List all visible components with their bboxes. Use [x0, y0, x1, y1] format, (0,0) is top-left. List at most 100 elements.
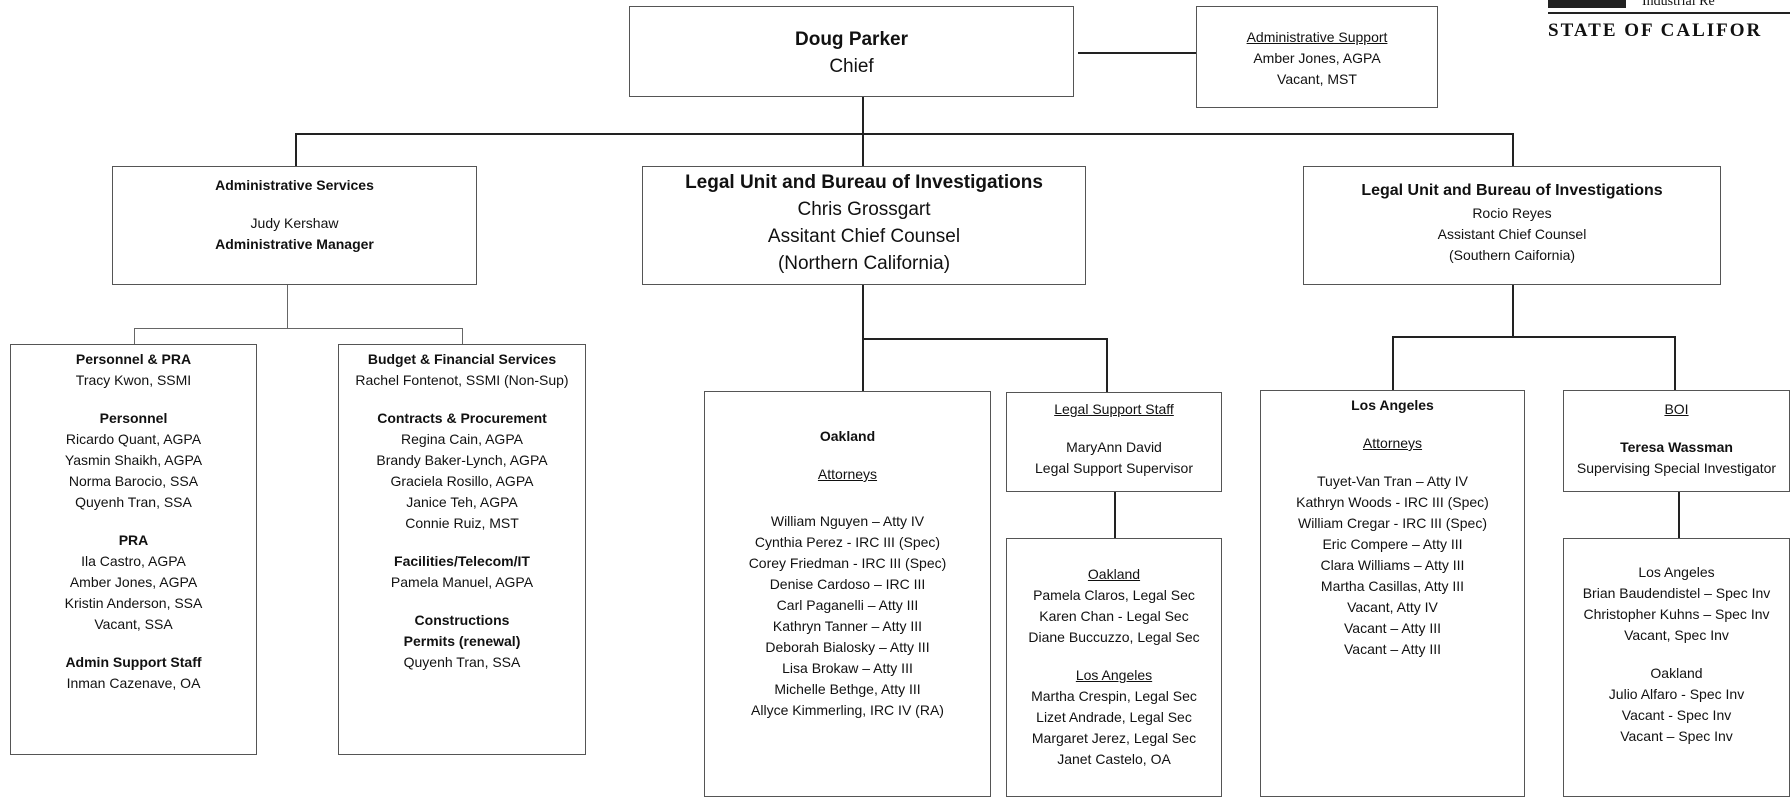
- connector-legal-support-down: [1114, 492, 1116, 538]
- la-heading: Los Angeles: [1351, 397, 1434, 413]
- personnel-member: Norma Barocio, SSA: [68, 473, 199, 489]
- contracts-member: Connie Ruiz, MST: [405, 515, 519, 531]
- pra-member: Ila Castro, AGPA: [81, 553, 186, 569]
- legal-north-box: Legal Unit and Bureau of Investigations …: [642, 166, 1086, 285]
- admin-support-box: Administrative Support Amber Jones, AGPA…: [1196, 6, 1438, 108]
- boi-la-heading: Los Angeles: [1638, 564, 1715, 580]
- la-attorney: Tuyet-Van Tran – Atty IV: [1317, 473, 1468, 489]
- logo-rule: [1548, 12, 1790, 14]
- oakland-attorney: Carl Paganelli – Atty III: [776, 597, 919, 613]
- boi-oakland-investigator: Julio Alfaro - Spec Inv: [1608, 686, 1745, 702]
- oakland-heading: Oakland: [819, 428, 876, 444]
- admin-support-member: Amber Jones, AGPA: [1253, 50, 1381, 66]
- la-attorneys-subheading: Attorneys: [1362, 435, 1423, 451]
- pra-member: Amber Jones, AGPA: [69, 574, 198, 590]
- legal-support-name: MaryAnn David: [1066, 439, 1162, 455]
- legal-sec-oakland-member: Pamela Claros, Legal Sec: [1033, 587, 1195, 603]
- connector-legal-north-down: [862, 285, 864, 340]
- oakland-attorney: Lisa Brokaw – Atty III: [782, 660, 913, 676]
- legal-sec-oakland-heading: Oakland: [1087, 566, 1141, 582]
- boi-oakland-investigator: Vacant - Spec Inv: [1621, 707, 1732, 723]
- admin-staff-member: Inman Cazenave, OA: [66, 675, 201, 691]
- legal-north-line: Chris Grossgart: [797, 199, 931, 220]
- connector-top-horizontal: [295, 133, 1514, 135]
- logo-small-text: Industrial Re: [1642, 0, 1715, 9]
- oakland-attorney: Kathryn Tanner – Atty III: [772, 618, 923, 634]
- connector-to-legal-south: [1512, 133, 1514, 166]
- admin-support-heading: Administrative Support: [1246, 29, 1388, 45]
- personnel-pra-lead: Tracy Kwon, SSMI: [75, 372, 192, 388]
- boi-box: BOI Teresa Wassman Supervising Special I…: [1563, 390, 1790, 492]
- legal-sec-la-member: Margaret Jerez, Legal Sec: [1031, 730, 1197, 746]
- oakland-attorneys-box: Oakland Attorneys William Nguyen – Atty …: [704, 391, 991, 797]
- personnel-pra-heading: Personnel & PRA: [75, 351, 192, 367]
- chief-title: Chief: [829, 56, 874, 77]
- legal-sec-la-member: Lizet Andrade, Legal Sec: [1036, 709, 1192, 725]
- contracts-member: Janice Teh, AGPA: [406, 494, 518, 510]
- connector-south-horizontal: [1392, 336, 1676, 338]
- connector-to-los-angeles: [1392, 336, 1394, 390]
- contracts-member: Brandy Baker-Lynch, AGPA: [376, 452, 548, 468]
- la-attorney: Vacant, Atty IV: [1347, 599, 1438, 615]
- connector-to-boi: [1674, 336, 1676, 390]
- oakland-attorneys-subheading: Attorneys: [817, 466, 878, 482]
- budget-box: Budget & Financial Services Rachel Fonte…: [338, 344, 586, 755]
- admin-services-box: Administrative Services Judy Kershaw Adm…: [112, 166, 477, 285]
- legal-support-box: Legal Support Staff MaryAnn David Legal …: [1006, 392, 1222, 492]
- la-attorney: Clara Williams – Atty III: [1320, 557, 1465, 573]
- oakland-attorney: Denise Cardoso – IRC III: [769, 576, 926, 592]
- oakland-attorney: Corey Friedman - IRC III (Spec): [748, 555, 947, 571]
- la-attorney: Eric Compere – Atty III: [1322, 536, 1463, 552]
- la-attorney: Martha Casillas, Atty III: [1320, 578, 1465, 594]
- state-logo: Industrial Re STATE OF CALIFOR: [1548, 0, 1790, 44]
- connector-chief-admin-support: [1078, 52, 1196, 54]
- personnel-member: Ricardo Quant, AGPA: [65, 431, 202, 447]
- logo-bar: [1548, 0, 1626, 8]
- legal-south-line: Rocio Reyes: [1472, 205, 1552, 221]
- oakland-attorney: Cynthia Perez - IRC III (Spec): [754, 534, 941, 550]
- legal-sec-la-heading: Los Angeles: [1075, 667, 1153, 683]
- legal-support-heading: Legal Support Staff: [1054, 401, 1174, 417]
- chief-name: Doug Parker: [795, 29, 908, 50]
- la-attorney: William Cregar - IRC III (Spec): [1297, 515, 1488, 531]
- budget-lead: Rachel Fontenot, SSMI (Non-Sup): [355, 372, 569, 388]
- pra-member: Kristin Anderson, SSA: [64, 595, 203, 611]
- boi-oakland-investigator: Vacant – Spec Inv: [1620, 728, 1733, 744]
- connector-to-personnel: [134, 328, 135, 344]
- connector-legal-south-down: [1512, 285, 1514, 338]
- boi-heading: BOI: [1664, 401, 1689, 417]
- constructions-heading: Constructions: [414, 612, 510, 628]
- connector-to-oakland: [862, 338, 864, 391]
- legal-south-heading: Legal Unit and Bureau of Investigations: [1361, 182, 1663, 199]
- connector-boi-down: [1678, 492, 1680, 538]
- boi-supervisor-title: Supervising Special Investigator: [1576, 460, 1777, 476]
- admin-services-manager-title: Administrative Manager: [215, 236, 374, 252]
- connector-admin-services-down: [287, 285, 288, 328]
- legal-north-heading: Legal Unit and Bureau of Investigations: [685, 172, 1043, 193]
- la-attorney: Kathryn Woods - IRC III (Spec): [1296, 494, 1489, 510]
- personnel-member: Quyenh Tran, SSA: [75, 494, 192, 510]
- admin-staff-heading: Admin Support Staff: [65, 654, 202, 670]
- connector-to-admin-services: [295, 133, 297, 166]
- legal-north-line: (Northern California): [777, 253, 951, 274]
- oakland-attorney: Michelle Bethge, Atty III: [774, 681, 921, 697]
- personnel-heading: Personnel: [99, 410, 168, 426]
- contracts-member: Graciela Rosillo, AGPA: [390, 473, 534, 489]
- personnel-member: Yasmin Shaikh, AGPA: [64, 452, 203, 468]
- legal-south-line: Assistant Chief Counsel: [1437, 226, 1587, 242]
- admin-services-heading: Administrative Services: [215, 177, 374, 193]
- oakland-attorney: Deborah Bialosky – Atty III: [765, 639, 930, 655]
- connector-chief-down: [862, 97, 864, 135]
- budget-heading: Budget & Financial Services: [367, 351, 557, 367]
- legal-south-box: Legal Unit and Bureau of Investigations …: [1303, 166, 1721, 285]
- legal-support-title: Legal Support Supervisor: [1035, 460, 1193, 476]
- permits-heading: Permits (renewal): [403, 633, 521, 649]
- connector-to-legal-support: [1106, 338, 1108, 392]
- la-attorneys-box: Los Angeles Attorneys Tuyet-Van Tran – A…: [1260, 390, 1525, 797]
- boi-investigators-box: Los Angeles Brian Baudendistel – Spec In…: [1563, 538, 1790, 797]
- logo-state-text: STATE OF CALIFOR: [1548, 20, 1763, 41]
- oakland-attorney: Allyce Kimmerling, IRC IV (RA): [751, 702, 944, 718]
- legal-sec-la-member: Martha Crespin, Legal Sec: [1031, 688, 1197, 704]
- la-attorney: Vacant – Atty III: [1343, 620, 1441, 636]
- legal-sec-la-member: Janet Castelo, OA: [1057, 751, 1171, 767]
